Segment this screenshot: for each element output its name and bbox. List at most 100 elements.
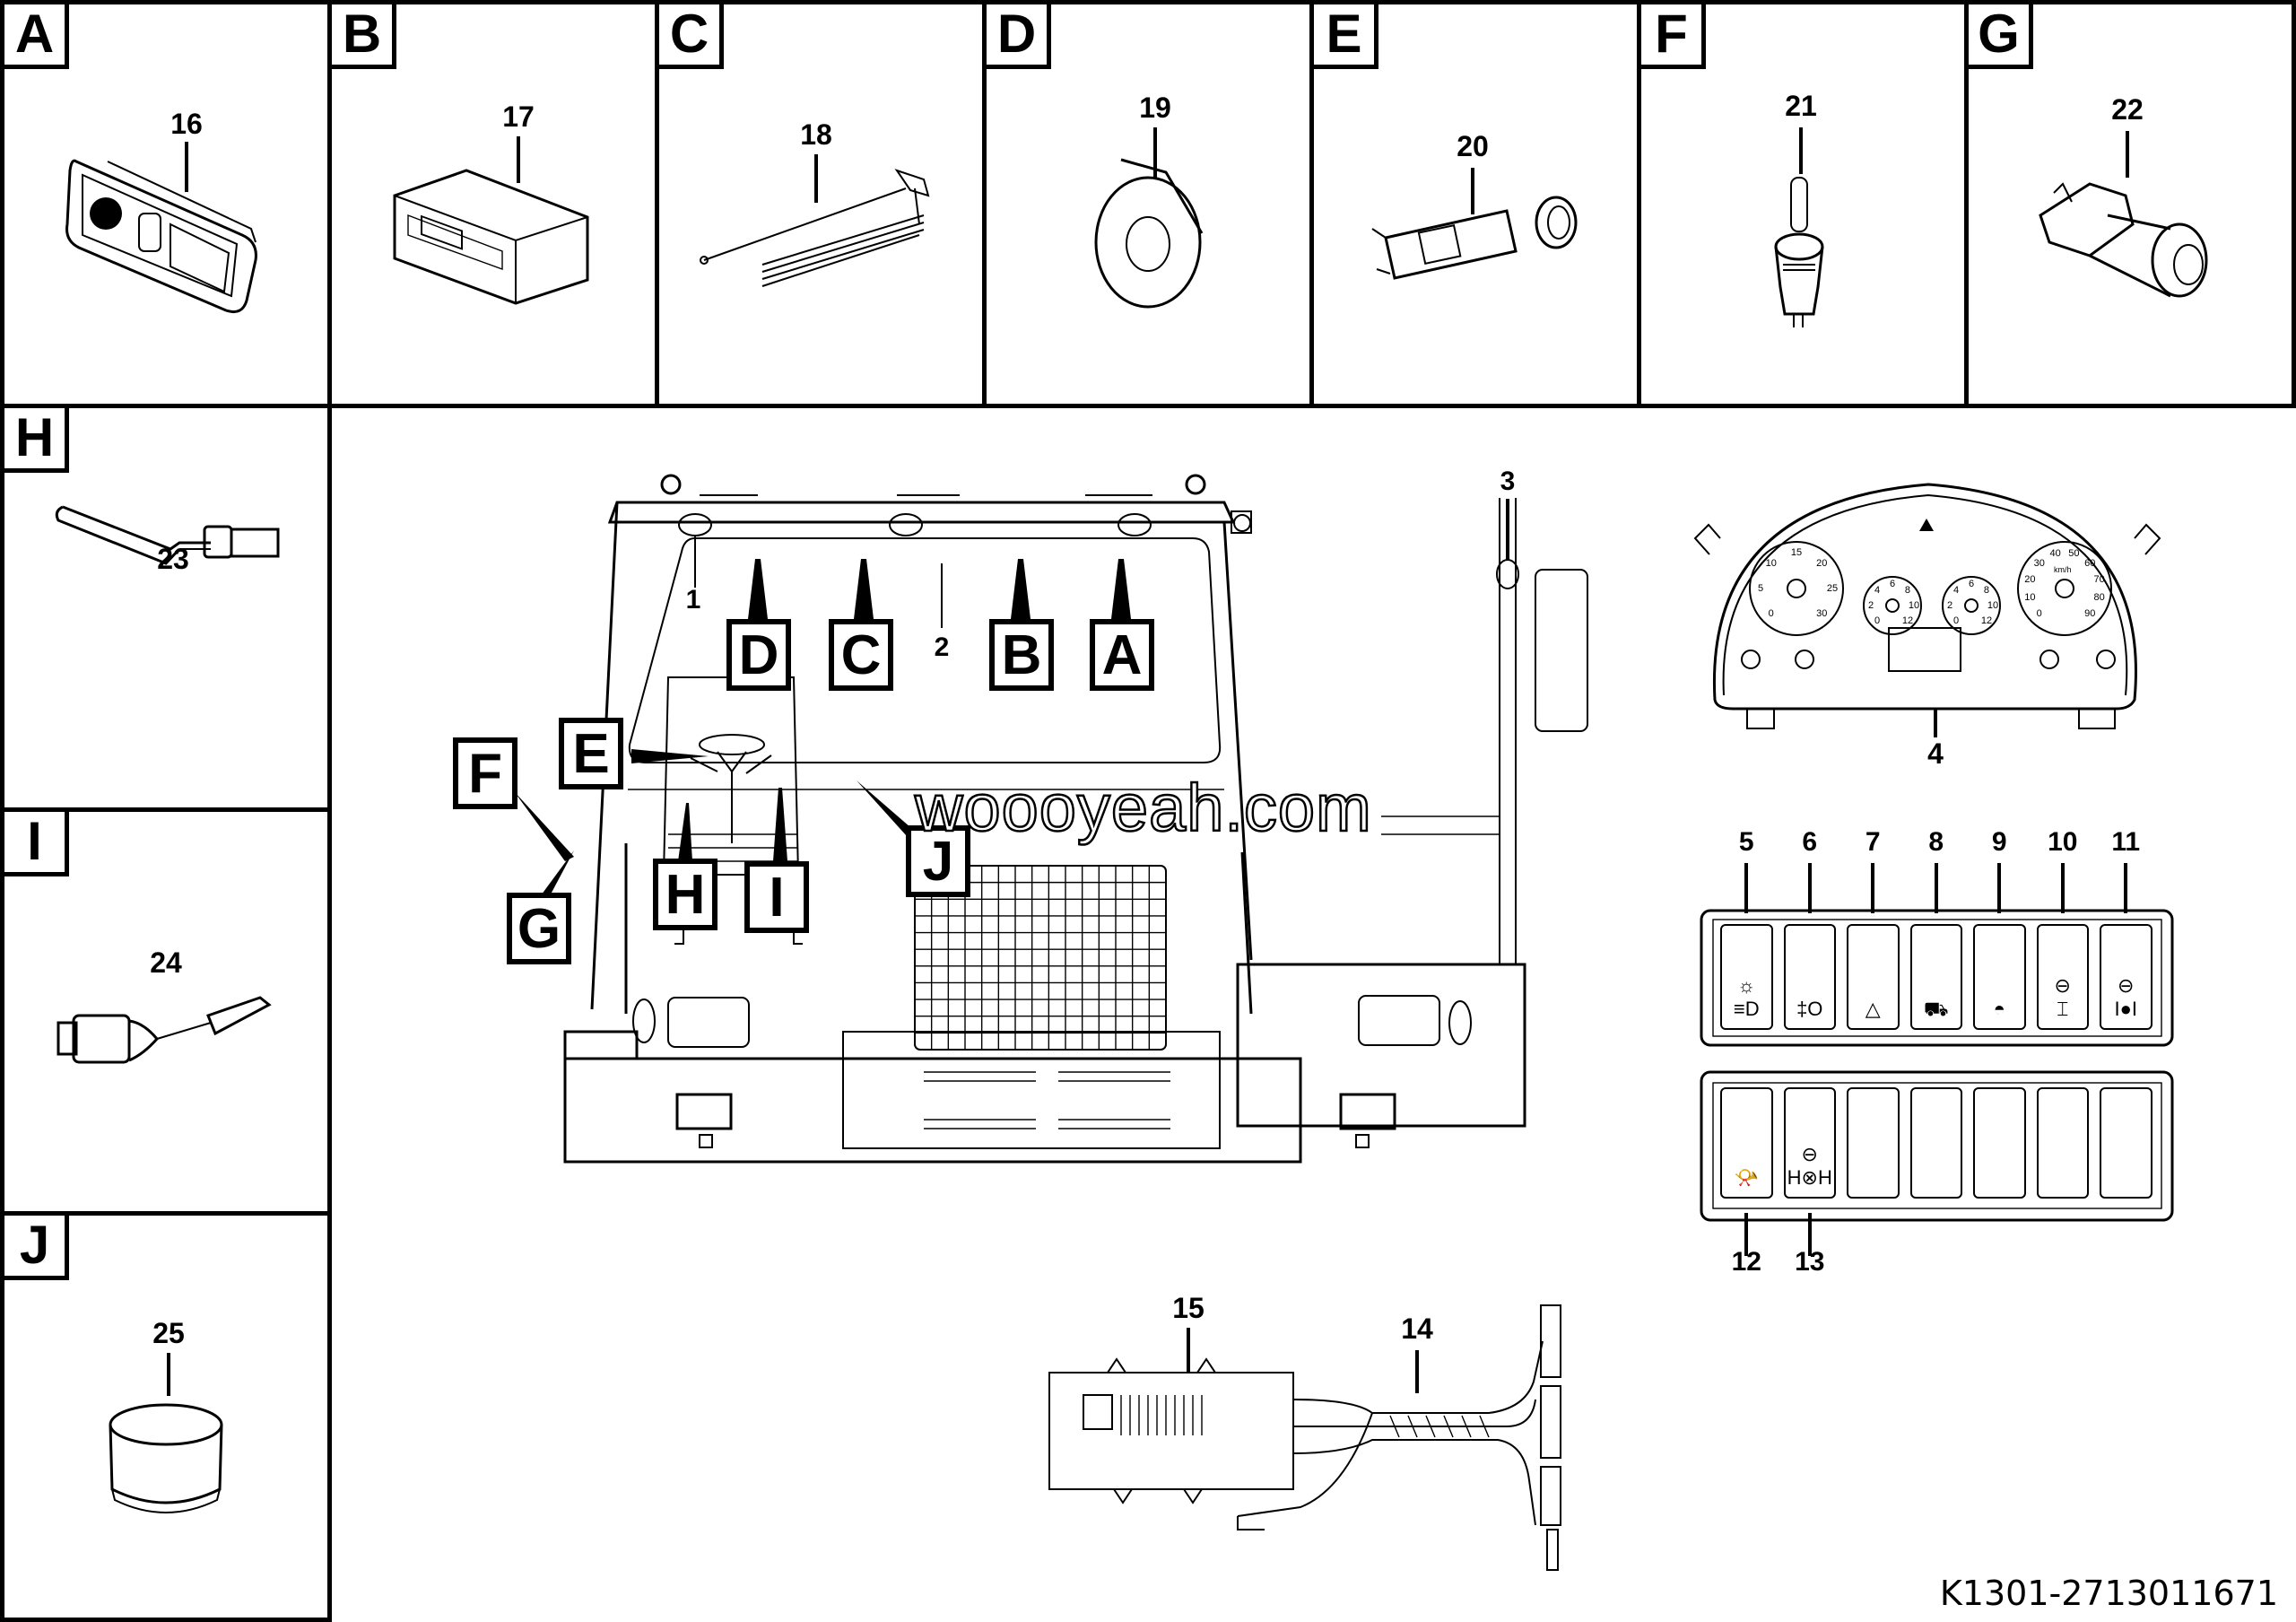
cluster-tick-label: 10: [1908, 600, 1920, 611]
cluster-tick-label: 10: [1987, 600, 1999, 611]
leader-line: [1799, 127, 1803, 174]
leader-line: [1934, 709, 1937, 737]
switch-blank-2: [1847, 1087, 1900, 1199]
callout-j: J: [906, 825, 970, 897]
panel-tag: D: [987, 4, 1051, 69]
cab-front-view: [563, 474, 1588, 1164]
switch-blank-5: [2036, 1087, 2089, 1199]
combination-lever-switch-icon: [57, 996, 272, 1064]
cluster-tick-label: 8: [1983, 585, 1990, 597]
cluster-tick-label: 12: [1901, 615, 1914, 626]
cluster-tick-label: 0: [1768, 608, 1774, 620]
leader-line: [517, 136, 520, 183]
panel-tag: H: [4, 408, 69, 473]
part-number-4: 4: [1927, 737, 1944, 770]
detail-panel-e: E: [1309, 0, 1641, 408]
detail-panel-g: G: [1964, 0, 2296, 408]
part-number-12: 12: [1731, 1247, 1761, 1277]
switch-12: 📯: [1720, 1087, 1773, 1199]
switch-blank-3: [1909, 1087, 1962, 1199]
leader-line: [1187, 1328, 1190, 1373]
part-number-10: 10: [2048, 827, 2078, 857]
callout-f: F: [453, 737, 517, 809]
part-number-21: 21: [1785, 90, 1817, 122]
detail-panel-f: F: [1637, 0, 1969, 408]
leader-line: [2124, 863, 2128, 913]
leader-line: [185, 142, 188, 192]
leader-line: [1934, 863, 1938, 913]
panel-tag: E: [1314, 4, 1378, 69]
switch-13: ⊖ H⊗H: [1783, 1087, 1836, 1199]
cluster-tick-label: 2: [1867, 600, 1874, 611]
part-number-24: 24: [150, 946, 182, 979]
callout-c: C: [829, 619, 893, 691]
cluster-tick-label: 10: [1765, 557, 1777, 569]
instrument-cluster: [1693, 483, 2161, 729]
part-number-25: 25: [152, 1317, 185, 1349]
cluster-tick-label: 25: [1826, 583, 1839, 594]
part-number-5: 5: [1738, 827, 1754, 857]
leader-line: [2060, 863, 2065, 913]
detail-panel-h: H: [0, 404, 332, 812]
panel-tag: G: [1969, 4, 2033, 69]
document-code: K1301-2713011671: [1939, 1574, 2278, 1613]
part-number-13: 13: [1795, 1247, 1825, 1277]
callout-e: E: [559, 718, 623, 789]
part-number-15: 15: [1172, 1292, 1205, 1324]
fuse-box: [1048, 1357, 1294, 1504]
cluster-tick-label: 70: [2093, 573, 2105, 585]
part-number-22: 22: [2111, 93, 2144, 126]
switch-blank-4: [1973, 1087, 2026, 1199]
cluster-tick-label: 0: [1874, 615, 1881, 626]
switch-11: ⊖ I●I: [2100, 924, 2152, 1030]
panel-tag: A: [4, 4, 69, 69]
leader-line: [1744, 863, 1749, 913]
cluster-tick-label: 30: [2033, 557, 2045, 569]
part-number-3: 3: [1500, 467, 1516, 496]
leader-line: [1153, 127, 1157, 178]
detail-panel-b: B: [327, 0, 659, 408]
fog-light-icon: ‡O: [1796, 998, 1823, 1020]
leader-line: [1415, 1350, 1419, 1393]
push-button-cap-icon: [109, 1403, 223, 1513]
callout-d: D: [726, 619, 791, 691]
cluster-tick-label: 8: [1904, 585, 1911, 597]
grille-frame: [914, 865, 1167, 1051]
callout-g: G: [507, 893, 571, 964]
callout-b: B: [989, 619, 1054, 691]
panel-tag: C: [659, 4, 724, 69]
cluster-tick-label: 2: [1946, 600, 1953, 611]
cluster-tick-label: 40: [2049, 548, 2061, 560]
switch-9: ◓: [1973, 924, 2026, 1030]
cluster-tick-label: 50: [2068, 548, 2080, 560]
leader-line: [1807, 863, 1812, 913]
switch-panel-bottom: [1700, 1070, 2174, 1222]
part-number-17: 17: [502, 100, 535, 133]
cluster-tick-label: 6: [1968, 579, 1975, 589]
panel-tag: B: [332, 4, 396, 69]
cluster-tick-label: 4: [1874, 585, 1881, 597]
leader-line: [1871, 863, 1875, 913]
axle-diff-switch-icon: ⊖ H⊗H: [1787, 1143, 1832, 1189]
panel-tag: F: [1641, 4, 1706, 69]
switch-10: ⊖ ⌶: [2036, 924, 2089, 1030]
ignition-switch-key-icon: [1371, 196, 1578, 280]
stalk-lever-icon: [55, 505, 280, 565]
switch-6: ‡O: [1783, 924, 1836, 1030]
work-light-icon: ◓: [1993, 998, 2005, 1020]
headlight-beam-icon: ☼ ≡D: [1733, 974, 1760, 1020]
cluster-tick-label: 20: [2024, 573, 2036, 585]
wiper-motor-icon: [2039, 182, 2208, 298]
detail-panel-j: J: [0, 1211, 332, 1622]
panel-tag: J: [4, 1216, 69, 1280]
leader-line: [1807, 1213, 1812, 1256]
part-number-6: 6: [1802, 827, 1818, 857]
part-number-11: 11: [2111, 827, 2141, 857]
cluster-tick-label: 90: [2084, 608, 2096, 620]
front-grille: [914, 865, 1167, 1051]
callout-h: H: [653, 859, 718, 930]
horn-icon: [1094, 158, 1204, 309]
leader-line: [814, 154, 818, 203]
cluster-tick-label: 12: [1980, 615, 1993, 626]
detail-panel-d: D: [982, 0, 1314, 408]
